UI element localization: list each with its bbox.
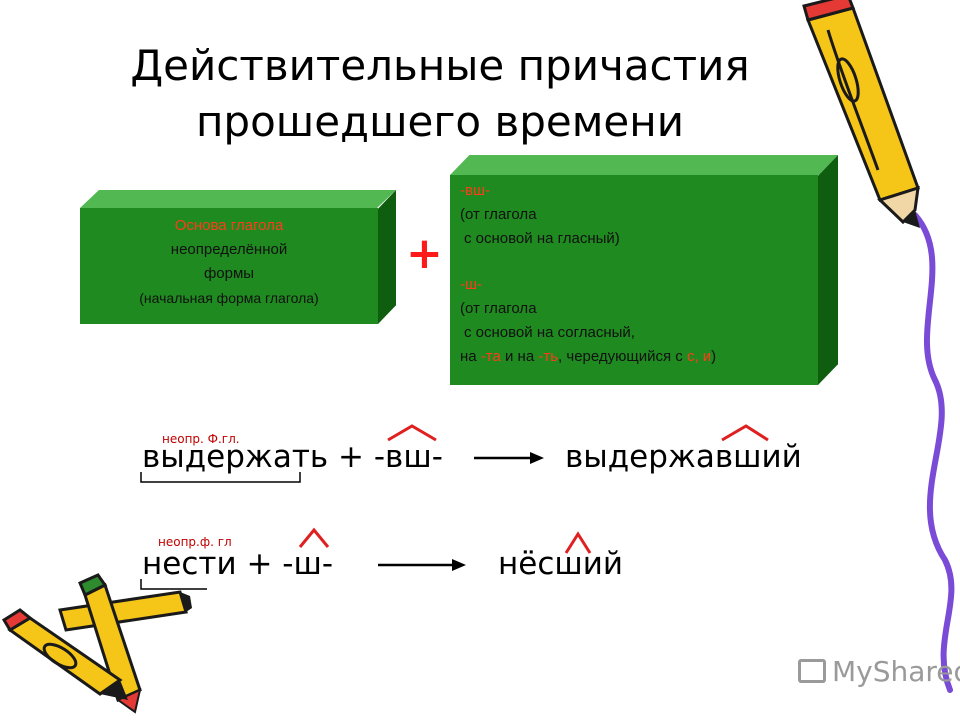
suffix-vsh-line-1: (от глагола [460,206,537,223]
watermark-icon [798,659,826,683]
stem-mark-example-1 [140,472,301,483]
suffix-box: -вш- (от глагола с основой на гласный) -… [450,155,838,385]
plus-sign: + [406,228,443,279]
verb-stem-title: Основа глагола [174,217,284,234]
title-line-2: прошедшего времени [195,97,685,146]
watermark-logo: MyShared [798,655,960,688]
suffix-arc-example-2-result [564,531,592,554]
suffix-arc-example-1-result [721,424,769,442]
arrow-icon-example-2 [378,559,466,571]
verb-stem-line-2: неопределённой [170,241,288,258]
example-2-suffix: + -ш- [236,546,334,582]
example-2-label: неопр.ф. гл [158,535,232,549]
arrow-icon-example-1 [474,452,544,464]
suffix-sh-line-3: на -та и на -ть, чередующийся с с, и) [460,348,717,365]
example-1-label: неопр. Ф.гл. [162,432,240,446]
title-line-1: Действительные причастия [130,41,750,90]
example-1-stem: выдержать [142,439,329,475]
pencil-icon-top-right [802,0,920,228]
watermark-text: MyShared [832,655,960,688]
example-2-result: нёсший [498,546,624,582]
suffix-vsh: -вш- [460,182,490,199]
suffix-vsh-line-2: с основой на гласный) [464,230,620,247]
suffix-sh: -ш- [460,276,483,293]
example-1-formula: выдержать + -вш- [142,438,443,476]
example-2-formula: нести + -ш- [142,545,333,583]
suffix-sh-line-2: с основой на согласный, [464,324,635,341]
example-1-result: выдержавший [565,439,802,475]
verb-stem-line-4: (начальная форма глагола) [139,290,319,306]
example-2-stem: нести [142,546,237,582]
suffix-sh-line-1: (от глагола [460,300,537,317]
verb-stem-line-3: формы [203,265,255,282]
suffix-arc-example-1 [387,424,437,442]
page-title: Действительные причастия прошедшего врем… [60,38,820,150]
purple-swirl [912,212,955,693]
pencils-icon-bottom-left [1,573,192,714]
example-1-suffix: + -вш- [328,439,443,475]
stem-mark-example-2 [140,579,207,590]
verb-stem-box: Основа глагола неопределённой формы (нач… [80,190,396,326]
suffix-arc-example-2 [298,527,330,548]
